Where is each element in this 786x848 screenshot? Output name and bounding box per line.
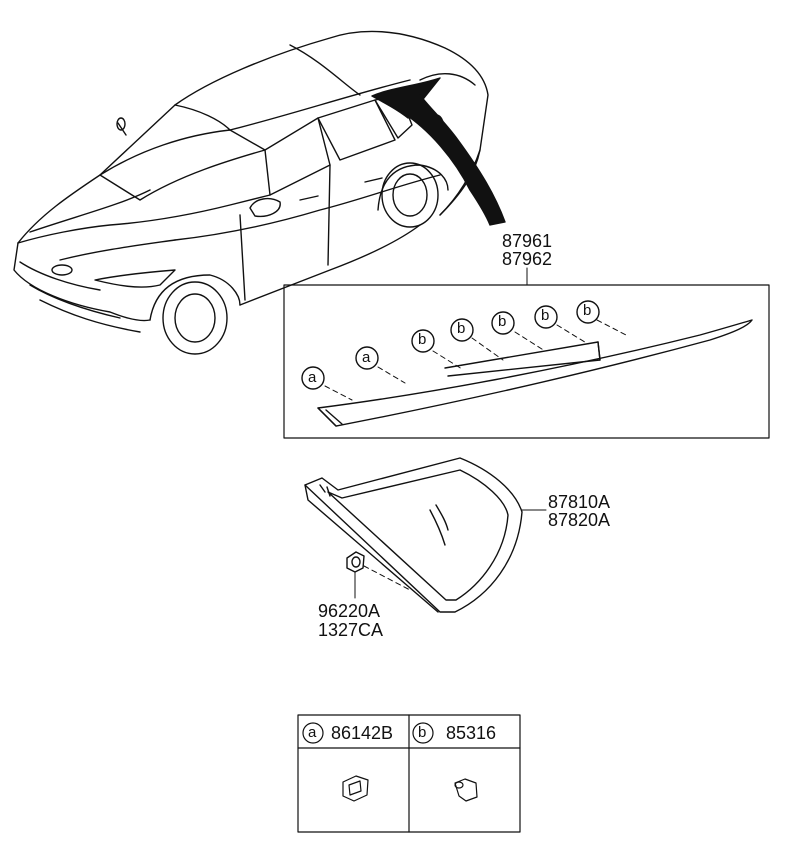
garnish-part-number-1: 87961 xyxy=(502,231,553,251)
callout-b-3: b xyxy=(498,313,507,330)
legend-table xyxy=(297,714,521,833)
nut-fastener xyxy=(346,551,411,599)
garnish-detail-box xyxy=(283,267,770,439)
callout-a-1: a xyxy=(308,369,317,386)
glass-part-number-2: 87820A xyxy=(548,510,611,530)
callout-a-2: a xyxy=(362,349,371,366)
quarter-glass xyxy=(304,457,547,613)
nut-part-number-2: 1327CA xyxy=(318,620,384,640)
legend-a-symbol: a xyxy=(308,724,317,741)
garnish-part-number-2: 87962 xyxy=(502,249,553,269)
legend-b-symbol: b xyxy=(418,724,427,741)
nut-part-number-1: 96220A xyxy=(318,601,381,621)
callout-b-5: b xyxy=(583,302,592,319)
car-illustration xyxy=(13,30,506,355)
callout-b-2: b xyxy=(457,320,466,337)
callout-b-1: b xyxy=(418,331,427,348)
glass-part-number-1: 87810A xyxy=(548,492,611,512)
callout-b-4: b xyxy=(541,307,550,324)
legend-b-part-number: 85316 xyxy=(446,723,497,743)
legend-a-part-number: 86142B xyxy=(331,723,394,743)
